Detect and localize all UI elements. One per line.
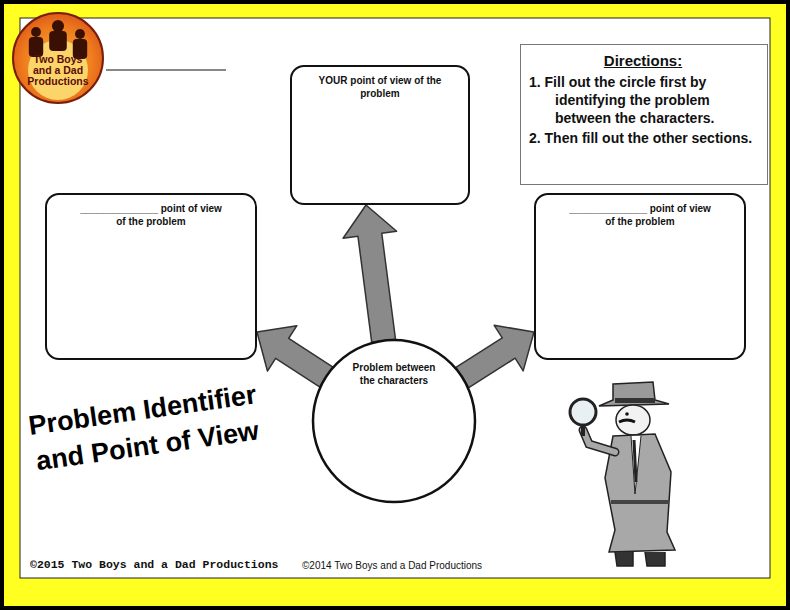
detective-hat bbox=[599, 382, 669, 406]
coat-belt bbox=[611, 500, 669, 504]
detective-head bbox=[616, 405, 650, 435]
copyright-note: ©2015 Two Boys and a Dad Productions bbox=[30, 558, 278, 571]
logo-silhouette bbox=[49, 31, 67, 51]
block-arrow bbox=[343, 205, 397, 342]
shirt bbox=[631, 436, 641, 494]
logo-badge: Two Boys and a Dad Productions bbox=[12, 12, 104, 104]
yellow-frame bbox=[4, 4, 786, 606]
node-text: 1. Fill out the circle first by identify… bbox=[529, 73, 757, 128]
directions-box: Directions:1. Fill out the circle first … bbox=[520, 44, 768, 185]
copyright-note: ©2014 Two Boys and a Dad Productions bbox=[302, 560, 482, 571]
node-text: 2. Then fill out the other sections. bbox=[529, 129, 757, 147]
logo-silhouette bbox=[75, 29, 85, 39]
node-text: ______________ point of view of the prob… bbox=[565, 203, 715, 228]
point-of-view-box: ______________ point of view of the prob… bbox=[534, 193, 746, 360]
logo-silhouette bbox=[52, 20, 64, 32]
node-text: Two Boys and a Dad Productions bbox=[26, 54, 90, 87]
node-text: Problem between the characters bbox=[344, 362, 444, 387]
legs bbox=[615, 552, 665, 566]
glass-handle bbox=[581, 425, 585, 436]
circle-shape bbox=[313, 340, 475, 502]
node-text: YOUR point of view of the problem bbox=[305, 75, 455, 100]
block-arrow bbox=[456, 325, 534, 387]
block-arrow bbox=[257, 326, 333, 387]
detective-figure bbox=[570, 382, 675, 566]
point-of-view-box: ______________ point of view of the prob… bbox=[45, 193, 257, 360]
eye bbox=[625, 412, 629, 416]
node-text: Directions: bbox=[529, 51, 757, 71]
white-sheet bbox=[20, 18, 770, 578]
point-of-view-box: YOUR point of view of the problem bbox=[290, 65, 470, 205]
hat-band bbox=[615, 398, 655, 403]
arm bbox=[583, 430, 615, 452]
node-text: ______________ point of view of the prob… bbox=[76, 203, 226, 228]
tie bbox=[634, 440, 636, 482]
name-line bbox=[106, 70, 226, 71]
arm-fill bbox=[583, 430, 615, 452]
moustache bbox=[619, 420, 635, 422]
logo-silhouette bbox=[31, 27, 41, 37]
magnifying-glass bbox=[570, 399, 596, 425]
problem-circle: Problem between the characters bbox=[311, 338, 477, 504]
